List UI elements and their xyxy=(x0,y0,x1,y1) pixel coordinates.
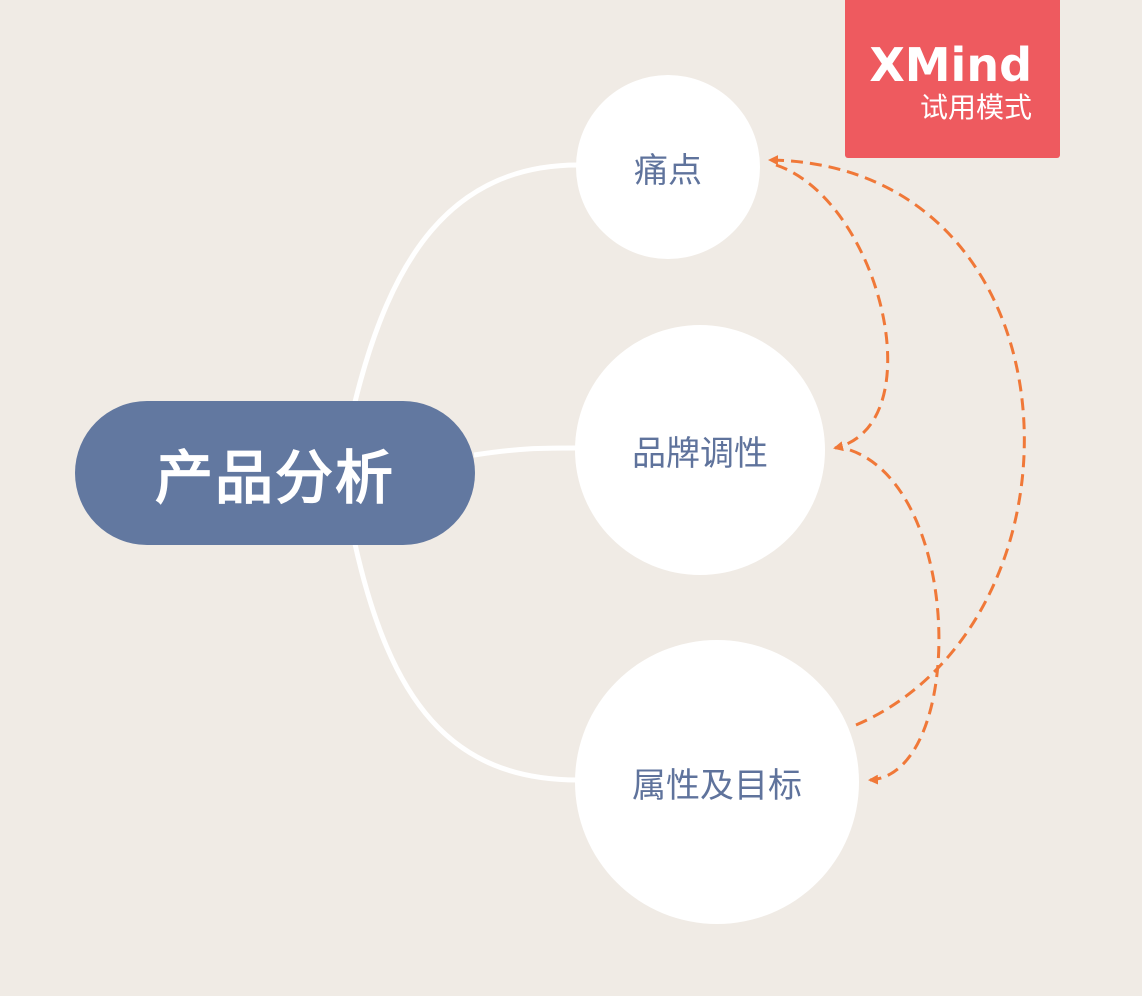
topic-brand-tone-bubble[interactable] xyxy=(575,325,825,575)
central-topic[interactable]: 产品分析 xyxy=(75,401,475,545)
topic-pain-points[interactable]: 痛点 xyxy=(634,150,702,191)
topic-attributes-goals[interactable]: 属性及目标 xyxy=(632,765,802,806)
relationship-line[interactable] xyxy=(849,448,941,785)
branch-connector-pain-points xyxy=(352,162,579,403)
trial-watermark: XMind 试用模式 xyxy=(845,0,1060,158)
relationship-line[interactable] xyxy=(768,155,1026,727)
watermark-subtitle: 试用模式 xyxy=(919,91,1032,124)
relationship-line[interactable] xyxy=(775,163,890,452)
topic-brand-tone[interactable]: 品牌调性 xyxy=(632,433,768,474)
topic-attributes-bubble[interactable] xyxy=(575,640,859,924)
branch-connector-brand-tone xyxy=(473,445,579,458)
branch-connector-attributes xyxy=(352,543,579,783)
topic-pain-points-bubble[interactable] xyxy=(576,75,760,259)
watermark-title: XMind xyxy=(869,38,1032,92)
